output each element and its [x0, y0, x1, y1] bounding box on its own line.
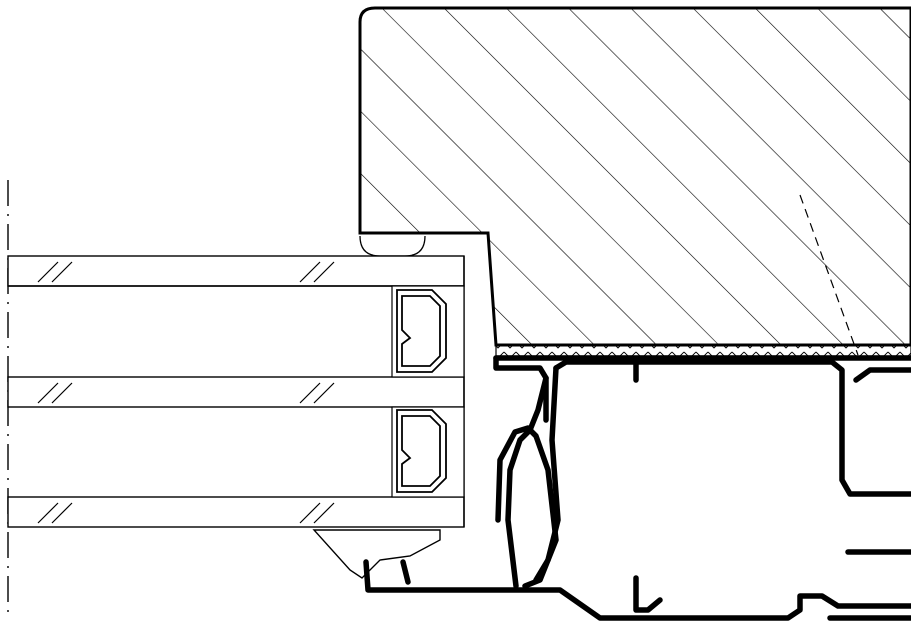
- glass-pane: [7, 496, 465, 528]
- glass-pane: [7, 255, 465, 287]
- glass-reflection-marks: [37, 261, 335, 524]
- frame-profile: [363, 355, 911, 621]
- spacer-bars: [391, 285, 465, 498]
- glazing: [7, 255, 465, 528]
- spacer-bar: [391, 285, 465, 378]
- glazing-bead: [312, 529, 441, 579]
- gasket-strip: [495, 344, 911, 357]
- dashed-reference-line: [799, 194, 859, 356]
- spacer-bar: [391, 406, 465, 498]
- top-seal: [359, 235, 426, 257]
- glass-pane: [7, 376, 465, 408]
